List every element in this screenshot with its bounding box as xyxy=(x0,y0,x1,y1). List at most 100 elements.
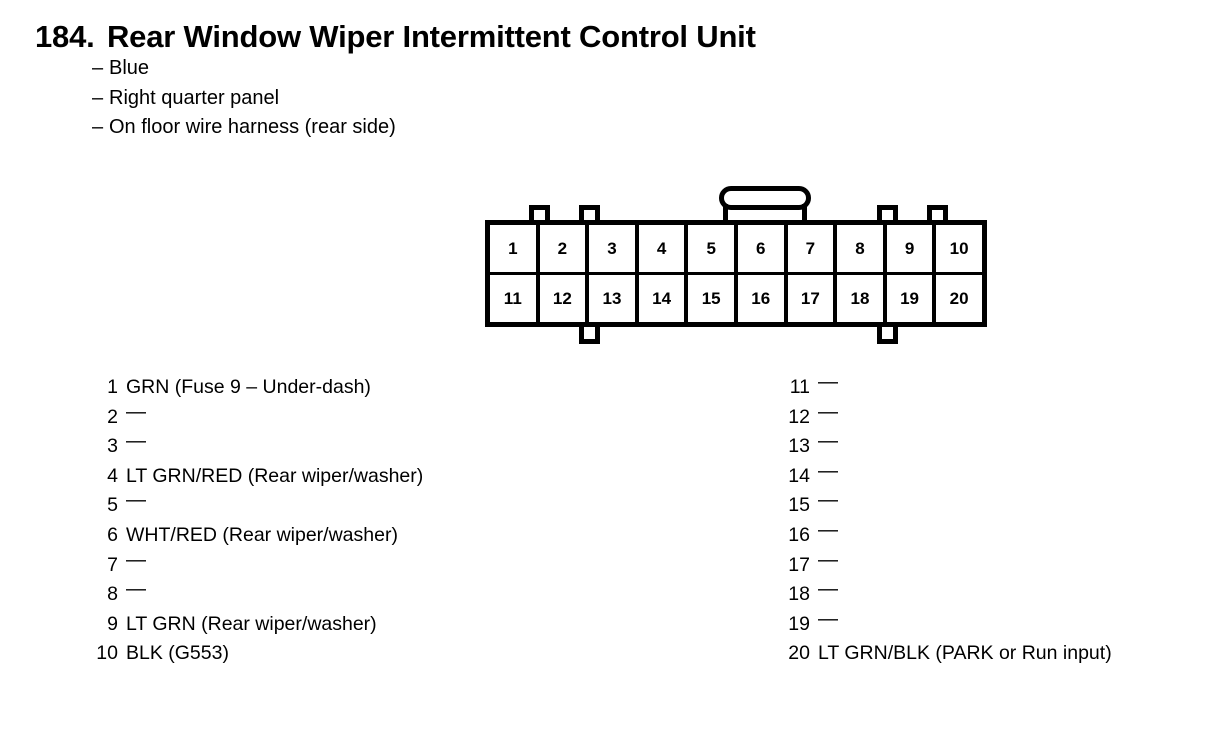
legend-pin-description: — xyxy=(126,430,146,453)
legend-row-20: 20 LT GRN/BLK (PARK or Run input) xyxy=(752,642,1112,672)
legend-pin-number: 7 xyxy=(107,553,118,576)
legend-row-10: 10 BLK (G553) xyxy=(60,642,423,672)
pin-cell-14[interactable]: 14 xyxy=(639,275,689,322)
legend-pin-number: 16 xyxy=(788,523,810,546)
legend-pin-description: — xyxy=(126,400,146,423)
pin-grid: 1 2 3 4 5 6 7 8 9 10 11 12 13 14 15 16 1… xyxy=(485,220,987,327)
pin-cell-12[interactable]: 12 xyxy=(540,275,590,322)
legend-row-17: 17 — xyxy=(752,549,1112,584)
pin-cell-18[interactable]: 18 xyxy=(837,275,887,322)
legend-row-13: 13 — xyxy=(752,430,1112,465)
legend-pin-description: — xyxy=(818,578,838,601)
pin-cell-10[interactable]: 10 xyxy=(949,238,969,258)
legend-row-7: 7 — xyxy=(60,549,423,584)
legend-row-18: 18 — xyxy=(752,578,1112,613)
connector-diagram: 1 2 3 4 5 6 7 8 9 10 11 12 13 14 15 16 1… xyxy=(485,186,987,344)
pin-cell-9[interactable]: 9 xyxy=(887,225,937,272)
legend-pin-description: — xyxy=(818,518,838,541)
latch-tab-icon xyxy=(719,186,811,210)
pin-cell-2[interactable]: 2 xyxy=(540,225,590,272)
subtitle-item-location: – Right quarter panel xyxy=(92,84,396,114)
pin-cell-8[interactable]: 8 xyxy=(837,225,887,272)
latch-leg-right-icon xyxy=(802,204,807,226)
legend-pin-description: BLK (G553) xyxy=(126,642,229,665)
pin-cell-15[interactable]: 15 xyxy=(688,275,738,322)
dash-icon: – xyxy=(92,86,104,109)
pin-cell-7[interactable]: 7 xyxy=(788,225,838,272)
header-block: 184. Rear Window Wiper Intermittent Contr… xyxy=(35,18,1185,56)
legend-pin-description: — xyxy=(818,430,838,453)
pin-cell-11[interactable]: 11 xyxy=(490,275,540,322)
page-title-text: Rear Window Wiper Intermittent Control U… xyxy=(107,19,756,54)
legend-pin-number: 8 xyxy=(107,583,118,606)
legend-row-5: 5 — xyxy=(60,489,423,524)
legend-row-15: 15 — xyxy=(752,489,1112,524)
bottom-tab-2-icon xyxy=(877,327,898,344)
legend-row-6: 6 WHT/RED (Rear wiper/washer) xyxy=(60,524,423,554)
legend-row-16: 16 — xyxy=(752,519,1112,554)
legend-pin-number: 18 xyxy=(788,583,810,606)
legend-pin-description: — xyxy=(126,548,146,571)
latch-leg-left-icon xyxy=(723,204,728,226)
legend-pin-number: 4 xyxy=(107,464,118,487)
dash-icon: – xyxy=(92,57,104,79)
legend-row-4: 4 LT GRN/RED (Rear wiper/washer) xyxy=(60,465,423,495)
pin-cell-19[interactable]: 19 xyxy=(887,275,937,322)
legend-row-12: 12 — xyxy=(752,401,1112,436)
legend-pin-number: 10 xyxy=(96,642,118,665)
pin-cell-17[interactable]: 17 xyxy=(788,275,838,322)
pin-cell-6[interactable]: 6 xyxy=(738,225,788,272)
legend-pin-number: 5 xyxy=(107,494,118,517)
legend-pin-description: LT GRN (Rear wiper/washer) xyxy=(126,612,377,635)
legend-row-3: 3 — xyxy=(60,430,423,465)
legend-pin-description: — xyxy=(818,548,838,571)
legend-row-9: 9 LT GRN (Rear wiper/washer) xyxy=(60,613,423,643)
legend-pin-description: LT GRN/BLK (PARK or Run input) xyxy=(818,642,1112,665)
legend-pin-number: 14 xyxy=(788,464,810,487)
pin-cell-1[interactable]: 1 xyxy=(490,225,540,272)
dash-icon: – xyxy=(92,116,104,138)
pin-legend-right: 11 — 12 — 13 — 14 — 15 — 16 — 17 — 18 — … xyxy=(752,371,1112,672)
subtitle-item-label: On floor wire harness (rear side) xyxy=(109,116,396,138)
legend-pin-number: 1 xyxy=(107,376,118,398)
page-title-number: 184. xyxy=(35,19,95,54)
legend-pin-number: 11 xyxy=(789,376,810,398)
legend-pin-description: — xyxy=(126,578,146,601)
subtitle-list: – Blue – Right quarter panel – On floor … xyxy=(92,54,396,143)
pin-cell-20[interactable]: 20 xyxy=(949,288,969,308)
legend-pin-number: 3 xyxy=(107,435,118,458)
subtitle-item-label: Blue xyxy=(109,57,150,79)
legend-pin-description: — xyxy=(126,489,146,512)
legend-row-8: 8 — xyxy=(60,578,423,613)
legend-pin-description: — xyxy=(818,371,838,393)
subtitle-item-harness: – On floor wire harness (rear side) xyxy=(92,113,396,143)
pin-row-bottom: 11 12 13 14 15 16 17 18 19 20 xyxy=(490,275,982,322)
legend-pin-number: 9 xyxy=(107,612,118,635)
pin-legend-left: 1 GRN (Fuse 9 – Under-dash) 2 — 3 — 4 LT… xyxy=(60,376,423,672)
legend-pin-description: — xyxy=(818,489,838,512)
pin-cell-5[interactable]: 5 xyxy=(688,225,738,272)
legend-pin-description: — xyxy=(818,607,838,630)
pin-row-top: 1 2 3 4 5 6 7 8 9 10 xyxy=(490,225,982,275)
page-title: 184. Rear Window Wiper Intermittent Contr… xyxy=(35,18,1185,56)
subtitle-item-label: Right quarter panel xyxy=(109,86,280,109)
pin-cell-3[interactable]: 3 xyxy=(589,225,639,272)
pin-cell-16[interactable]: 16 xyxy=(738,275,788,322)
legend-pin-number: 13 xyxy=(788,435,810,458)
legend-row-14: 14 — xyxy=(752,460,1112,495)
legend-pin-number: 19 xyxy=(788,612,810,635)
legend-row-1: 1 GRN (Fuse 9 – Under-dash) xyxy=(60,376,423,406)
subtitle-item-color: – Blue xyxy=(92,54,396,84)
legend-pin-description: WHT/RED (Rear wiper/washer) xyxy=(126,523,398,546)
legend-row-11: 11 — xyxy=(752,371,1112,406)
legend-pin-number: 2 xyxy=(107,405,118,428)
legend-pin-number: 17 xyxy=(788,553,810,576)
pin-cell-4[interactable]: 4 xyxy=(639,225,689,272)
legend-pin-description: LT GRN/RED (Rear wiper/washer) xyxy=(126,464,424,487)
bottom-tab-1-icon xyxy=(579,327,600,344)
legend-pin-description: — xyxy=(818,459,838,482)
legend-pin-number: 12 xyxy=(788,405,810,428)
legend-row-2: 2 — xyxy=(60,401,423,436)
legend-pin-number: 6 xyxy=(107,523,118,546)
pin-cell-13[interactable]: 13 xyxy=(589,275,639,322)
